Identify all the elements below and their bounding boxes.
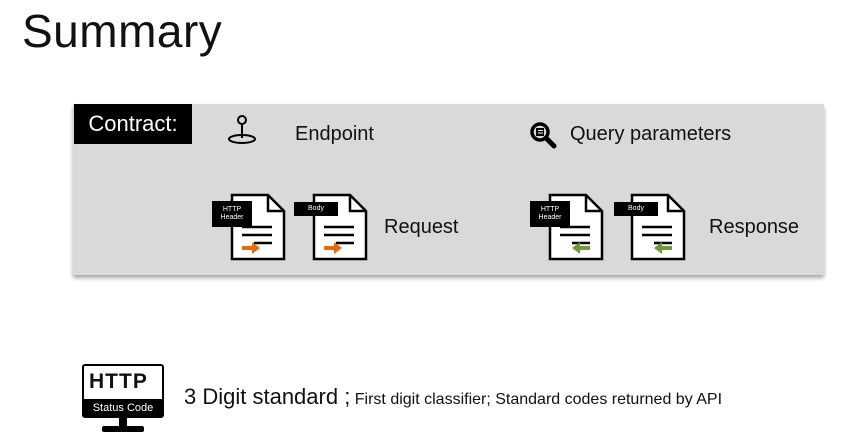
monitor-http-text: HTTP — [89, 370, 148, 393]
request-header-tag: HTTP Header — [212, 201, 252, 227]
contract-panel — [73, 104, 824, 275]
response-label: Response — [709, 216, 800, 238]
map-pin-icon — [228, 115, 256, 144]
page-title: Summary — [22, 5, 223, 57]
status-main-text: 3 Digit standard ; — [184, 384, 351, 409]
http-status-monitor-icon: HTTP Status Code — [82, 364, 164, 436]
monitor-screen: HTTP Status Code — [82, 364, 164, 418]
monitor-status-code-text: Status Code — [84, 399, 162, 416]
response-body-tag: Body — [614, 202, 658, 216]
status-sub-text: First digit classifier; Standard codes r… — [354, 391, 723, 408]
request-body-tag: Body — [294, 202, 338, 216]
endpoint-label: Endpoint — [295, 123, 374, 145]
status-code-description: 3 Digit standard ; First digit classifie… — [184, 384, 722, 410]
query-parameters-label: Query parameters — [570, 123, 732, 145]
request-label: Request — [384, 216, 459, 238]
monitor-stand-icon — [102, 416, 144, 432]
response-header-tag: HTTP Header — [530, 201, 570, 227]
magnifier-icon — [530, 122, 557, 149]
contract-label: Contract: — [74, 104, 192, 144]
